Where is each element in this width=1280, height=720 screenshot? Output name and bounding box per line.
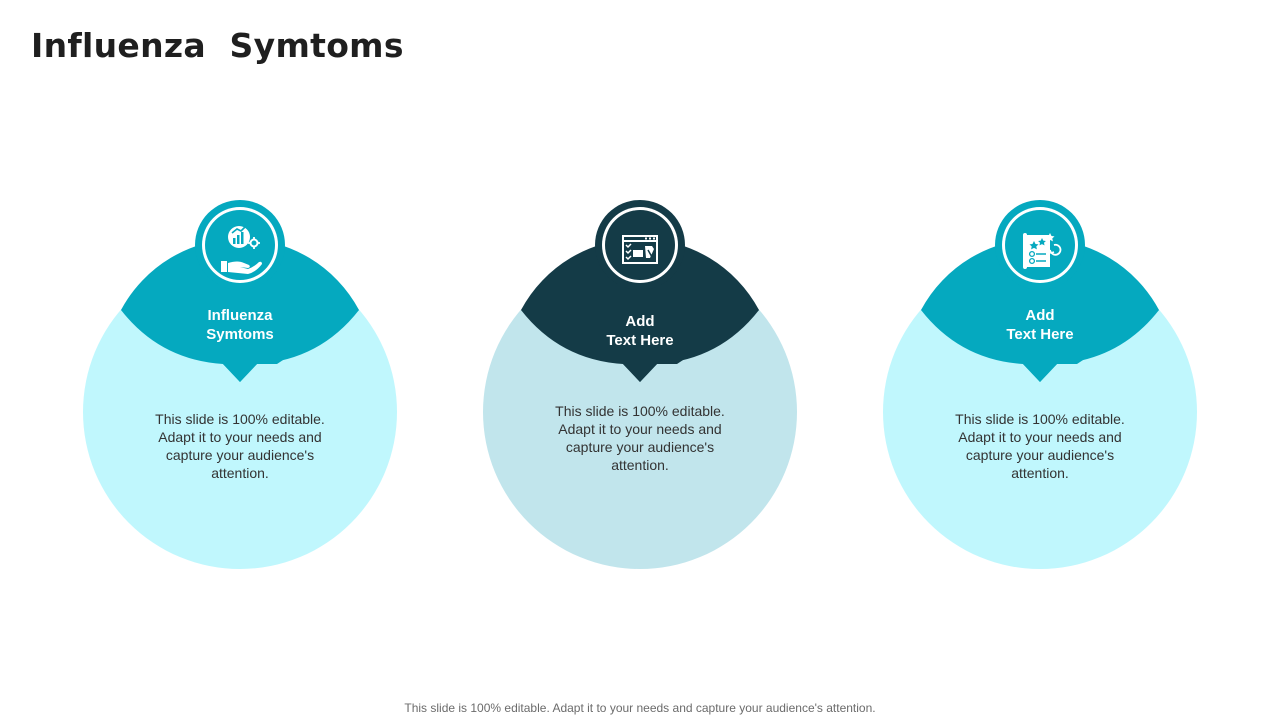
symptom-card-1: Influenza Symtoms This slide is 100% edi… <box>80 200 400 580</box>
symptom-card-2: Add Text Here This slide is 100% editabl… <box>480 200 800 580</box>
card-header-shape-bottom <box>921 310 1159 382</box>
symptom-card-3: Add Text Here This slide is 100% editabl… <box>880 200 1200 580</box>
card-body: This slide is 100% editable. Adapt it to… <box>555 403 725 473</box>
card-heading: Influenza Symtoms <box>206 307 274 343</box>
hand-growth-chart-icon <box>221 225 262 274</box>
card-shape <box>483 200 797 569</box>
card-header-shape-bottom <box>121 310 359 382</box>
card-header-shape-bottom <box>521 310 759 382</box>
card-heading: Add Text Here <box>606 313 674 349</box>
slide-title: Influenza Symtoms <box>31 26 404 65</box>
card-body: This slide is 100% editable. Adapt it to… <box>955 411 1125 481</box>
footer-note: This slide is 100% editable. Adapt it to… <box>404 701 876 715</box>
card-shape <box>83 200 397 569</box>
card-heading: Add Text Here <box>1006 307 1074 343</box>
rated-document-icon <box>1023 233 1062 269</box>
card-body: This slide is 100% editable. Adapt it to… <box>155 411 325 481</box>
browser-checklist-icon <box>622 235 658 264</box>
